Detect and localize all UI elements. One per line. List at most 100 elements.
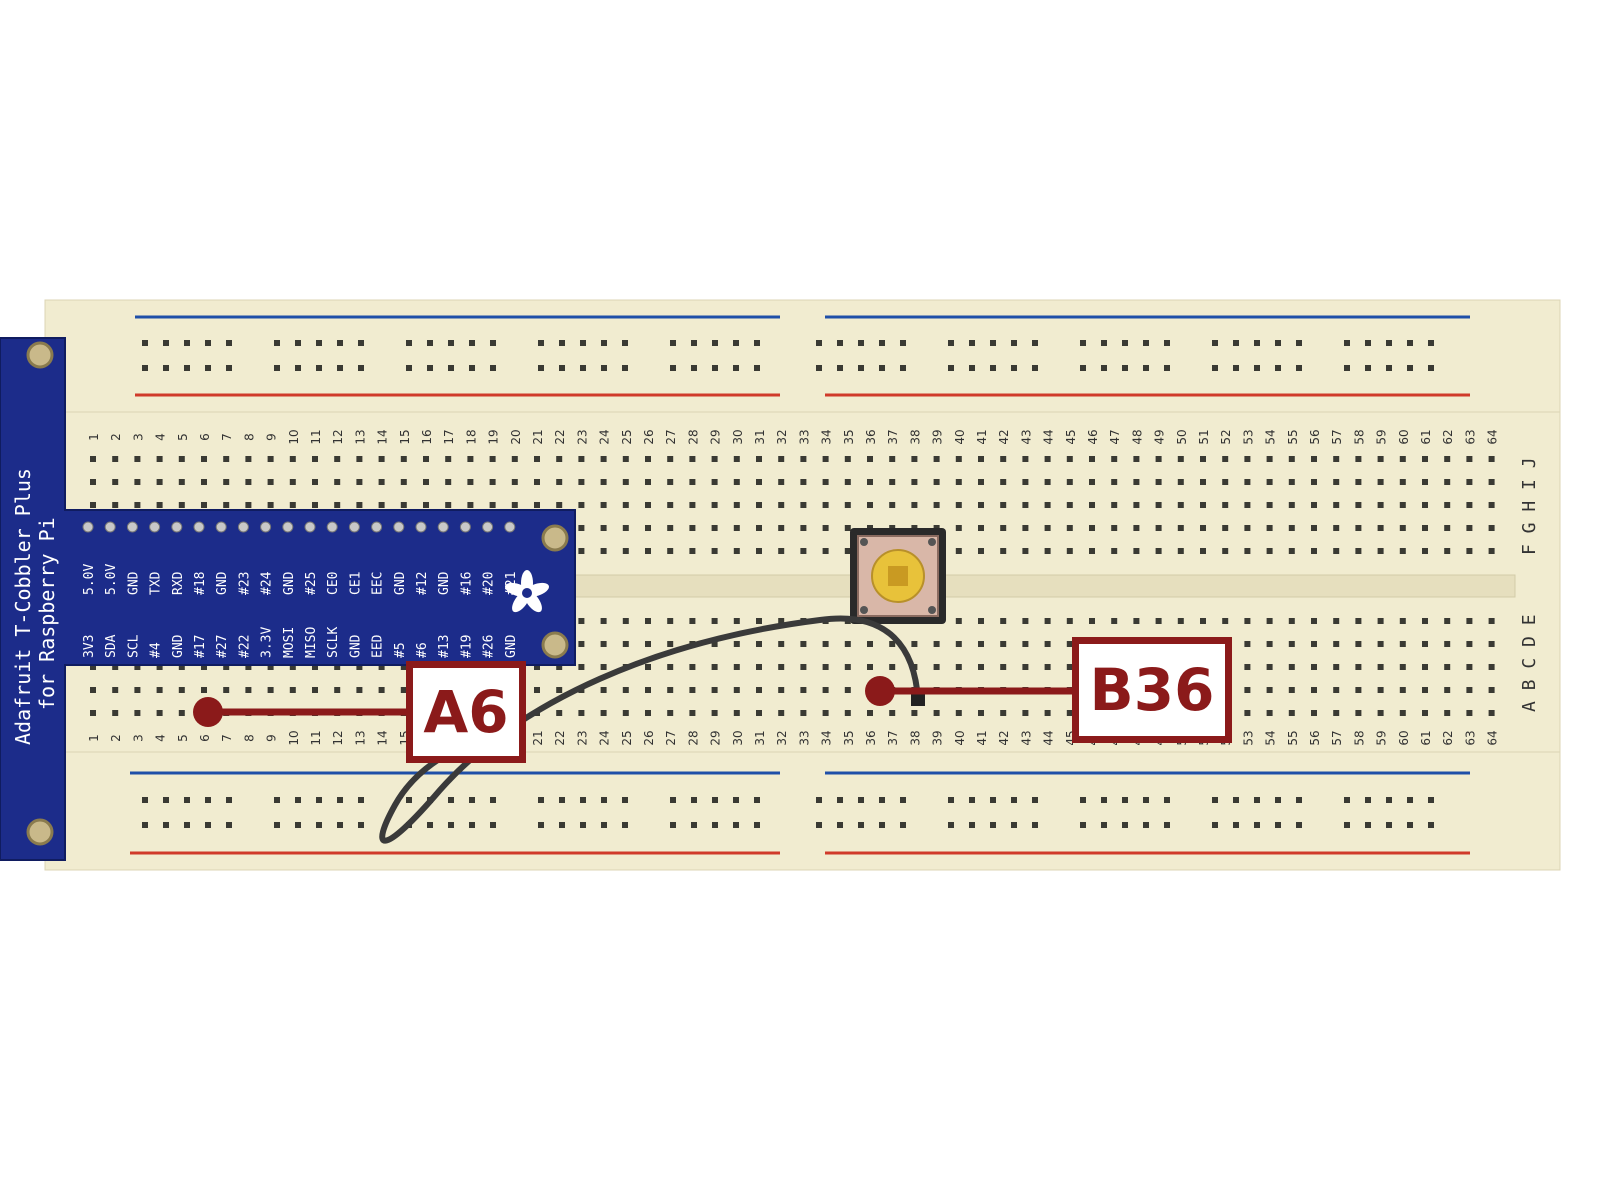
breadboard-hole bbox=[622, 822, 628, 828]
breadboard-hole bbox=[689, 710, 696, 716]
breadboard-hole bbox=[1488, 479, 1495, 485]
breadboard-hole bbox=[1444, 687, 1451, 693]
column-number: 52 bbox=[1219, 429, 1233, 444]
breadboard-hole bbox=[580, 822, 586, 828]
breadboard-hole bbox=[1022, 525, 1029, 531]
cobbler-pin-label: GND bbox=[393, 571, 408, 595]
breadboard-hole bbox=[933, 479, 940, 485]
breadboard-hole bbox=[645, 548, 651, 554]
column-number: 32 bbox=[775, 730, 789, 745]
breadboard-hole bbox=[490, 797, 496, 803]
column-number: 8 bbox=[242, 433, 256, 441]
column-number: 42 bbox=[997, 730, 1011, 745]
breadboard-hole bbox=[933, 502, 940, 508]
breadboard-hole bbox=[712, 822, 718, 828]
breadboard-hole bbox=[448, 822, 454, 828]
cobbler-pin-label: #4 bbox=[149, 642, 164, 658]
breadboard-hole bbox=[178, 479, 185, 485]
breadboard-hole bbox=[911, 710, 918, 716]
breadboard-hole bbox=[1244, 548, 1251, 554]
breadboard-hole bbox=[1133, 548, 1140, 554]
breadboard-hole bbox=[511, 456, 518, 462]
breadboard-hole bbox=[1488, 641, 1495, 647]
breadboard-hole bbox=[1344, 340, 1350, 346]
breadboard-hole bbox=[601, 365, 607, 371]
breadboard-hole bbox=[645, 664, 651, 670]
cobbler-pin bbox=[371, 521, 383, 533]
breadboard-hole bbox=[667, 710, 674, 716]
breadboard-hole bbox=[1254, 365, 1260, 371]
breadboard-hole bbox=[600, 548, 607, 554]
wire-pin-end bbox=[911, 692, 925, 706]
breadboard-hole bbox=[844, 687, 851, 693]
breadboard-hole bbox=[1089, 618, 1095, 624]
column-number: 27 bbox=[664, 730, 678, 745]
breadboard-hole bbox=[756, 548, 762, 554]
breadboard-hole bbox=[90, 502, 96, 508]
cobbler-pin-label: #18 bbox=[193, 572, 208, 595]
breadboard-hole bbox=[580, 797, 586, 803]
column-number: 28 bbox=[686, 429, 700, 444]
breadboard-hole bbox=[1080, 797, 1086, 803]
breadboard-hole bbox=[822, 710, 829, 716]
breadboard-hole bbox=[556, 687, 563, 693]
breadboard-hole bbox=[312, 687, 318, 693]
breadboard-hole bbox=[844, 502, 851, 508]
breadboard-hole bbox=[274, 797, 280, 803]
breadboard-hole bbox=[948, 340, 954, 346]
breadboard-hole bbox=[800, 525, 807, 531]
breadboard-hole bbox=[733, 479, 740, 485]
breadboard-hole bbox=[778, 479, 785, 485]
breadboard-hole bbox=[754, 365, 760, 371]
breadboard-hole bbox=[600, 525, 607, 531]
breadboard-hole bbox=[1143, 797, 1149, 803]
breadboard-hole bbox=[267, 479, 274, 485]
breadboard-hole bbox=[622, 710, 629, 716]
breadboard-hole bbox=[1111, 479, 1118, 485]
breadboard-hole bbox=[489, 456, 496, 462]
breadboard-hole bbox=[142, 797, 148, 803]
breadboard-hole bbox=[733, 525, 740, 531]
breadboard-hole bbox=[733, 822, 739, 828]
breadboard-hole bbox=[489, 502, 496, 508]
breadboard-hole bbox=[879, 822, 885, 828]
breadboard-hole bbox=[711, 710, 718, 716]
breadboard-hole bbox=[1177, 456, 1184, 462]
breadboard-hole bbox=[933, 641, 940, 647]
breadboard-hole bbox=[1344, 822, 1350, 828]
breadboard-hole bbox=[1386, 340, 1392, 346]
column-number: 31 bbox=[753, 730, 767, 745]
breadboard-hole bbox=[1089, 548, 1095, 554]
breadboard-hole bbox=[1022, 502, 1029, 508]
breadboard-hole bbox=[1044, 664, 1051, 670]
breadboard-hole bbox=[800, 502, 807, 508]
breadboard-hole bbox=[667, 641, 674, 647]
breadboard-hole bbox=[1377, 548, 1384, 554]
breadboard-hole bbox=[556, 710, 563, 716]
breadboard-hole bbox=[1377, 710, 1384, 716]
breadboard-hole bbox=[1122, 365, 1128, 371]
column-number: 43 bbox=[1019, 730, 1033, 745]
callout-label-a6: A6 bbox=[406, 661, 526, 763]
breadboard-hole bbox=[134, 687, 141, 693]
breadboard-hole bbox=[1377, 525, 1384, 531]
breadboard-hole bbox=[689, 479, 696, 485]
column-number: 39 bbox=[931, 730, 945, 745]
breadboard-hole bbox=[933, 710, 940, 716]
cobbler-pin-label: SDA bbox=[104, 634, 119, 658]
breadboard-hole bbox=[534, 502, 540, 508]
breadboard-hole bbox=[1344, 365, 1350, 371]
breadboard-hole bbox=[356, 479, 363, 485]
breadboard-hole bbox=[1244, 664, 1251, 670]
column-number: 61 bbox=[1419, 429, 1433, 444]
cobbler-pin-label: EEC bbox=[371, 572, 386, 595]
breadboard-hole bbox=[1333, 548, 1340, 554]
breadboard-hole bbox=[178, 456, 185, 462]
breadboard-hole bbox=[1032, 340, 1038, 346]
breadboard-hole bbox=[1143, 365, 1149, 371]
breadboard-hole bbox=[1311, 548, 1317, 554]
breadboard-hole bbox=[489, 479, 496, 485]
breadboard-hole bbox=[667, 548, 674, 554]
breadboard-hole bbox=[800, 548, 807, 554]
breadboard-hole bbox=[289, 479, 296, 485]
